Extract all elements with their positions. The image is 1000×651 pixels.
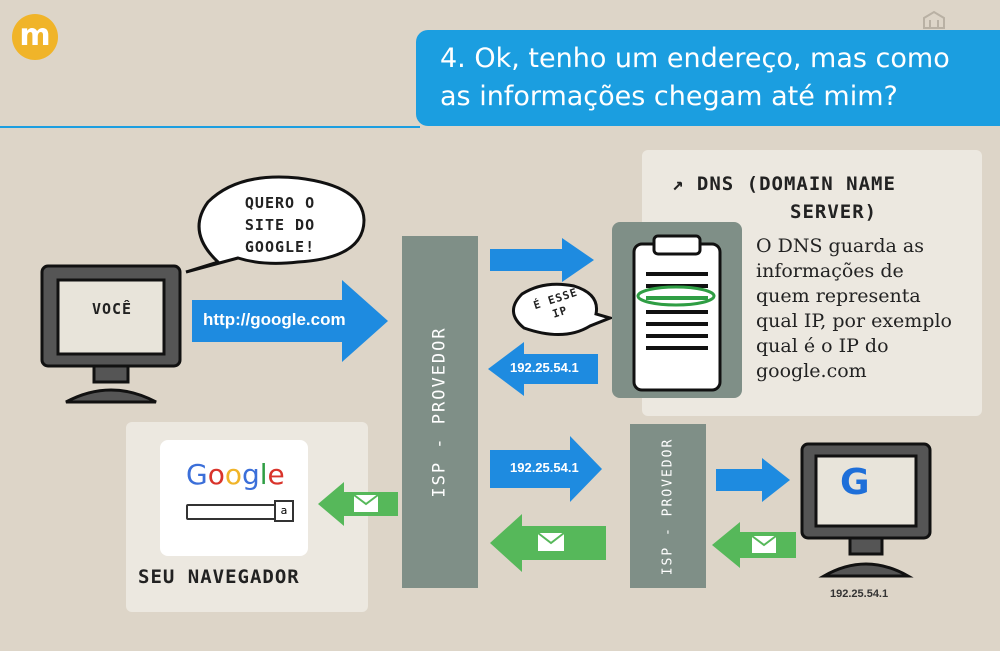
speech-line-2: SITE DO [244,216,316,234]
server-to-isp-arrow [712,522,796,568]
google-letter: o [224,458,242,491]
google-letter: G [186,458,208,491]
dns-title-line-1: ↗ DNS (DOMAIN NAME [672,173,896,195]
page-title: 4. Ok, tenho um endereço, mas como as in… [440,40,990,116]
isp-label-main-wrap: ISP - PROVEDOR [402,236,478,588]
browser-label: SEU NAVEGADOR [138,566,300,588]
speech-text: QUERO O SITE DO GOOGLE! [200,192,360,258]
isp-to-dns-arrow [490,238,594,282]
dns-clipboard-icon [612,222,742,398]
isp-box-server [630,424,706,588]
google-logo: Google [186,458,285,491]
server-computer-icon [800,442,932,578]
speech-line-3: GOOGLE! [244,238,316,256]
dns-desc-line: qual é o IP do [756,335,889,357]
forward-ip: 192.25.54.1 [510,460,579,475]
speech-line-1: QUERO O [244,194,316,212]
dns-desc-line: quem representa [756,285,921,307]
isp-label-main: ISP - PROVEDOR [430,326,451,498]
dns-ip-reply: 192.25.54.1 [510,360,579,375]
dns-to-isp-arrow [488,342,598,396]
isp-to-server-arrow [716,458,790,502]
title-banner [416,30,1000,126]
search-button[interactable]: a [274,500,294,522]
dns-desc-line: google.com [756,360,867,382]
server-ip: 192.25.54.1 [830,588,889,600]
title-underline [0,126,420,128]
user-screen-label: VOCÊ [91,300,133,318]
return-arrow-1 [490,514,606,572]
dns-reply-bubble [512,282,612,337]
server-google-letter: G [840,462,870,503]
dns-title: ↗ DNS (DOMAIN NAME SERVER) [672,170,972,226]
building-icon [923,10,945,29]
search-input[interactable] [186,504,278,520]
dns-desc-line: O DNS guarda as [756,235,924,257]
isp-label-server-wrap: ISP - PROVEDOR [630,424,706,588]
request-arrow-label: http://google.com [203,310,346,329]
browser-window [160,440,308,556]
google-letter: o [207,458,225,491]
isp-label-server: ISP - PROVEDOR [660,437,676,575]
request-arrow [192,280,388,362]
dns-title-line-2: SERVER) [790,201,878,223]
title-line-2: as informações chegam até mim? [440,81,898,112]
user-computer-icon [40,264,182,404]
isp-to-browser-arrow [318,482,398,526]
logo: m [12,14,58,60]
forward-arrow [490,436,602,502]
google-letter: e [267,458,285,491]
speech-bubble [185,175,366,274]
isp-box-main [402,236,478,588]
dns-desc-line: qual IP, por exemplo [756,310,952,332]
google-letter: g [241,458,260,491]
dns-description: O DNS guarda as informações de quem repr… [756,234,971,384]
dns-desc-line: informações de [756,260,904,282]
google-letter: l [259,458,268,491]
title-line-1: 4. Ok, tenho um endereço, mas como [440,43,950,74]
